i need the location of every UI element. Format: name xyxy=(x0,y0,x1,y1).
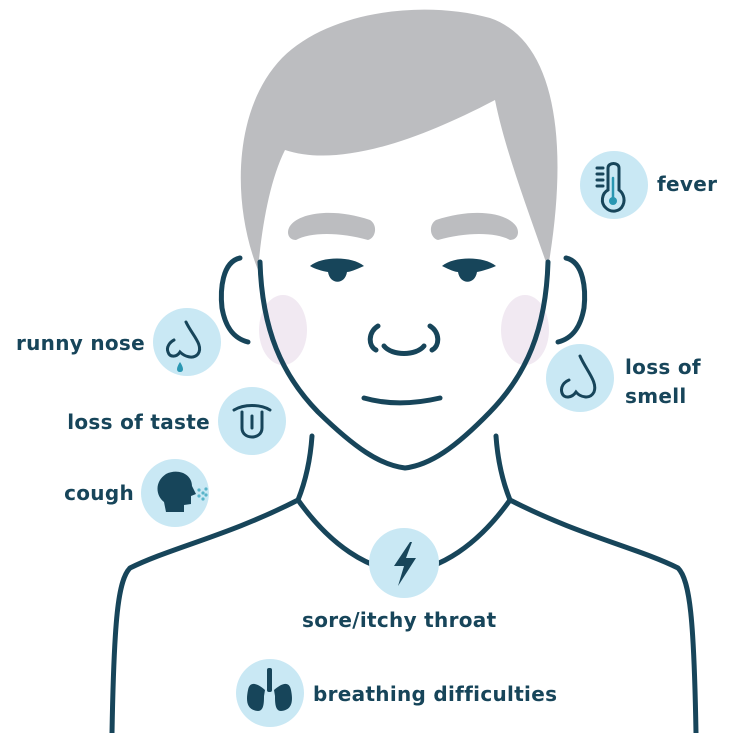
eyes xyxy=(310,259,496,282)
label-sore-throat: sore/itchy throat xyxy=(302,606,496,634)
label-loss-of-taste: loss of taste xyxy=(40,408,210,436)
left-ear xyxy=(221,258,248,342)
label-loss-of-smell-line2: smell xyxy=(625,382,687,410)
neck-left xyxy=(298,436,312,500)
neck-right xyxy=(496,436,510,500)
right-eye xyxy=(442,259,496,282)
face-mouth xyxy=(364,398,440,403)
label-breathing-difficulties: breathing difficulties xyxy=(313,680,557,708)
eyebrows xyxy=(288,213,518,240)
label-cough: cough xyxy=(40,479,134,507)
label-fever: fever xyxy=(657,170,717,198)
right-eyebrow xyxy=(431,213,518,240)
nose-mouth xyxy=(364,326,440,403)
icon-backgrounds xyxy=(141,151,648,727)
right-ear xyxy=(558,258,585,342)
face-nose xyxy=(370,326,438,354)
left-eye xyxy=(310,259,364,282)
left-eyebrow xyxy=(288,213,375,240)
jaw-line xyxy=(260,262,548,468)
label-loss-of-smell-line1: loss of xyxy=(625,353,701,381)
label-runny-nose: runny nose xyxy=(10,329,145,357)
